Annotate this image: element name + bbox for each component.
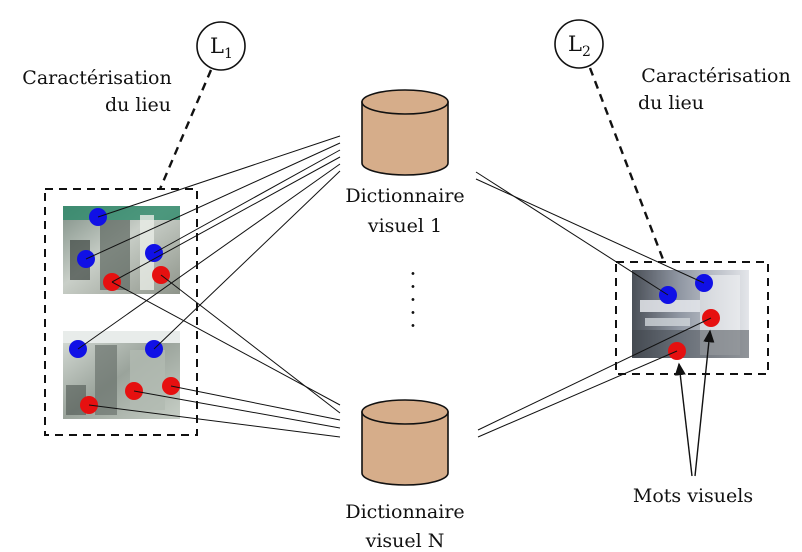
dictionary-n-label-line2: visuel N (365, 530, 445, 552)
place-l2-image-group (615, 261, 769, 375)
place-l2-caption-line1: Caractérisation (641, 65, 790, 87)
place-l1-label: L1 (210, 34, 233, 62)
place-l2-marker: L2 (554, 19, 604, 69)
place-l1-image-group (44, 188, 198, 436)
place-l2-label: L2 (568, 32, 591, 60)
links-l2 (475, 171, 712, 438)
visual-words-arrows (674, 329, 715, 477)
place-l1-connector (158, 69, 213, 190)
place-l2-caption-line2: du lieu (638, 92, 704, 114)
dictionary-n-cylinder (361, 399, 449, 486)
dictionary-n-label-line1: Dictionnaire (345, 501, 464, 523)
links-l1 (77, 135, 341, 438)
place-l1-caption-line1: Caractérisation (22, 67, 171, 89)
place-l2-connector (588, 67, 666, 263)
vertical-ellipsis: ····· (399, 270, 424, 335)
dictionary-1-cylinder (361, 89, 449, 176)
dictionary-1-label-line1: Dictionnaire (345, 185, 464, 207)
dictionary-1-label-line2: visuel 1 (367, 215, 442, 237)
visual-words-label: Mots visuels (633, 485, 753, 507)
place-l1-caption-line2: du lieu (105, 94, 171, 116)
place-l1-image-2 (63, 331, 180, 419)
place-l1-marker: L1 (196, 21, 246, 71)
